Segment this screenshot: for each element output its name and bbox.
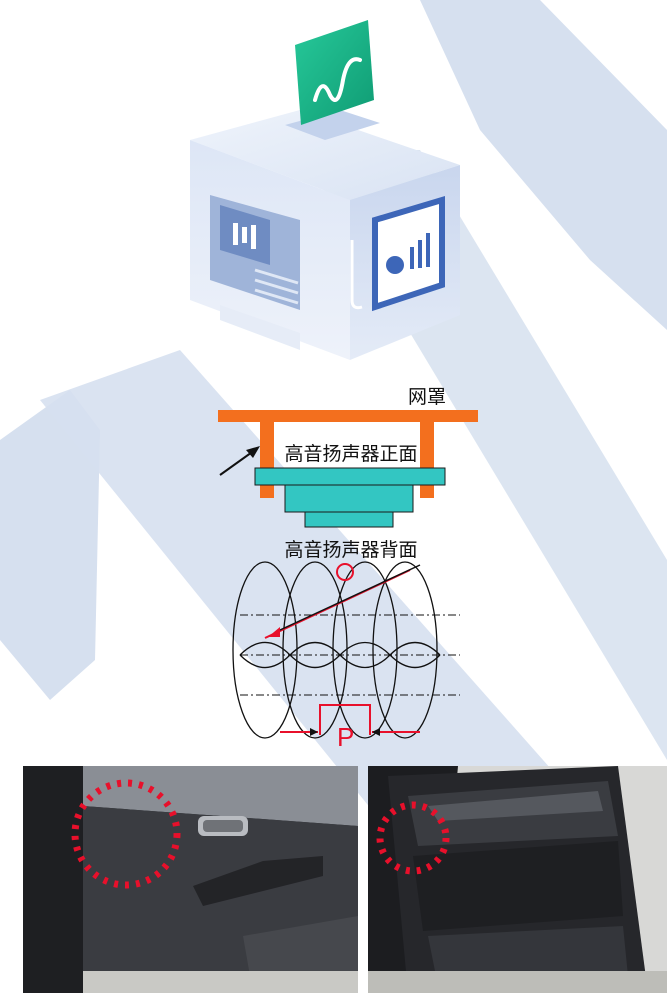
- dimension-p-label: P: [337, 722, 354, 750]
- speaker-location-marker-right: [376, 801, 450, 875]
- tweeter-back-plate: [304, 511, 394, 528]
- tweeter-front-plate: [254, 467, 446, 486]
- mesh-label: 网罩: [408, 386, 447, 408]
- pie-chart-icon: [372, 195, 445, 312]
- tweeter-front-label: 高音扬声器正面: [284, 443, 418, 465]
- mesh-grille: [218, 410, 478, 422]
- tweeter-back-label: 高音扬声器背面: [284, 539, 418, 561]
- bar-chart-icon: [210, 195, 300, 310]
- coil-sketch: P: [232, 561, 460, 750]
- speaker-location-marker: [71, 779, 181, 889]
- tweeter-body: [284, 484, 414, 513]
- tweeter-diagram: [218, 410, 478, 528]
- door-photo-left: [23, 766, 358, 993]
- line-chart-icon: [295, 20, 374, 125]
- door-photo-right: [368, 766, 667, 993]
- data-server-cube-icon: [190, 20, 460, 360]
